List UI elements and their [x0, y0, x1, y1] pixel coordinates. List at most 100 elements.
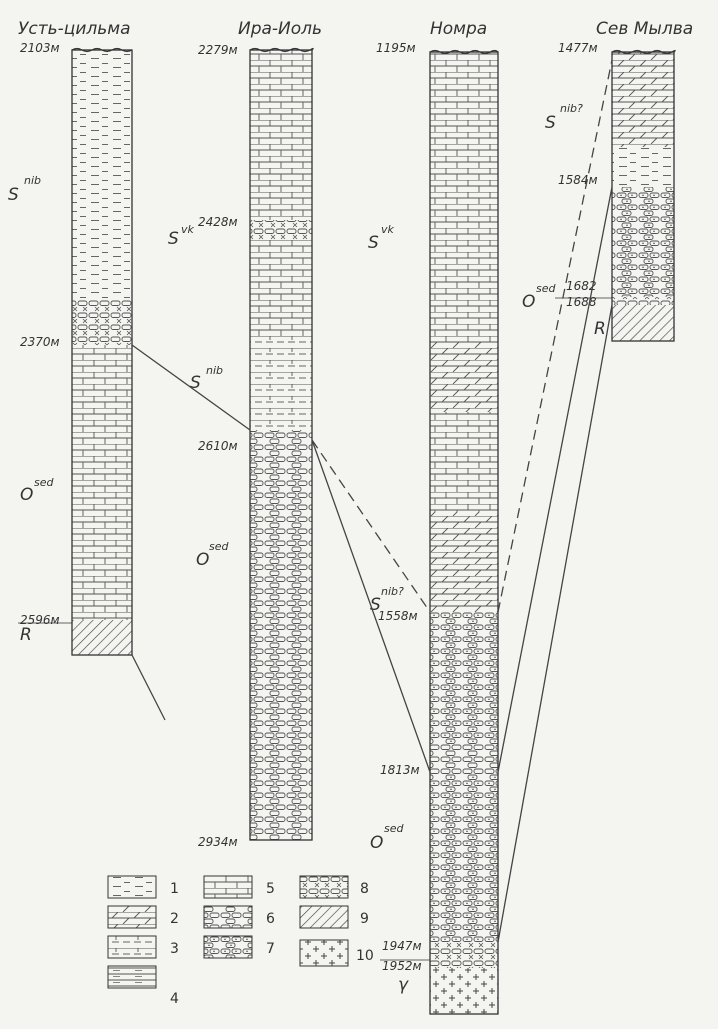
legend-item-3: 3: [107, 935, 179, 959]
well-title: Ира-Иоль: [238, 19, 322, 39]
depth-boundary: 1952м: [382, 959, 422, 973]
svg-text:7: 7: [266, 941, 275, 957]
depth-top: 1477м: [558, 41, 598, 55]
layer-sandy-limestone: [612, 187, 674, 297]
layer-sandy-limestone: [430, 772, 498, 942]
layer-limestone: [430, 412, 498, 512]
unit-index: vk: [381, 223, 395, 236]
svg-text:8: 8: [360, 881, 369, 897]
layer-basement-hatch: [72, 620, 132, 655]
unit-label: O: [370, 833, 383, 853]
unit-index: nib?: [560, 102, 583, 115]
depth-bottom: 2934м: [198, 835, 238, 849]
unit-index: nib: [24, 174, 41, 187]
svg-text:1: 1: [170, 881, 179, 897]
legend-item-4: 4: [107, 965, 179, 1007]
layer-conglomerate: [612, 297, 674, 305]
depth-boundary: 2428м: [198, 215, 238, 229]
correlation-line: [497, 304, 613, 943]
depth-boundary: 1584м: [558, 173, 598, 187]
depth-boundary: 2370м: [20, 335, 60, 349]
legend-item-2: 2: [107, 905, 179, 929]
legend-item-10: 10: [299, 939, 374, 967]
legend-item-7: 7: [203, 935, 275, 959]
unit-index: nib: [206, 364, 223, 377]
svg-text:9: 9: [360, 911, 369, 927]
well-ira-iol: Ира-Иоль 2279м 2428м 2610м 2934м S vk S …: [168, 19, 322, 849]
depth-boundary: 1813м: [380, 763, 420, 777]
correlation-line: [131, 654, 166, 721]
svg-text:5: 5: [266, 881, 275, 897]
unit-label: γ: [398, 975, 409, 995]
depth-top: 2279м: [198, 43, 238, 57]
depth-top: 1195м: [376, 41, 416, 55]
svg-text:10: 10: [356, 948, 374, 964]
legend-item-1: 1: [107, 875, 179, 899]
correlation-line-dashed: [497, 59, 613, 613]
correlation-line: [497, 186, 613, 773]
layer-siltstone: [612, 147, 674, 187]
layer-limestone: [250, 50, 312, 220]
unit-index: sed: [384, 822, 404, 835]
unit-label: S: [8, 185, 19, 205]
legend-item-8: 8: [299, 875, 369, 899]
svg-text:6: 6: [266, 911, 275, 927]
depth-boundary: 1688: [566, 295, 597, 309]
well-nomra: Номра 1195м 1558м 1813м 1947м 1952м S vk…: [368, 19, 499, 1015]
unit-label: O: [196, 550, 209, 570]
unit-label: R: [594, 319, 606, 339]
unit-label: S: [190, 373, 201, 393]
well-title: Усть-цильма: [18, 19, 131, 39]
layer-siltstone: [72, 50, 132, 180]
layer-limestone: [250, 240, 312, 340]
unit-index: sed: [209, 540, 229, 553]
unit-label: S: [168, 229, 179, 249]
depth-boundary: 1558м: [378, 609, 418, 623]
unit-index: nib?: [381, 585, 404, 598]
legend-item-6: 6: [203, 905, 275, 929]
layer-limestone: [430, 52, 498, 342]
depth-boundary: 1682: [566, 279, 597, 293]
correlation-line: [311, 439, 431, 773]
legend-item-9: 9: [299, 905, 369, 929]
unit-label: O: [20, 485, 33, 505]
depth-bottom: 2596м: [20, 613, 60, 627]
unit-label: S: [368, 233, 379, 253]
layer-dolomite: [430, 342, 498, 412]
depth-top: 2103м: [20, 41, 60, 55]
correlation-lines: [131, 59, 613, 943]
well-title: Номра: [430, 19, 487, 39]
svg-text:4: 4: [170, 991, 179, 1007]
unit-index: vk: [181, 223, 195, 236]
layer-clayey-limestone: [250, 340, 312, 430]
layer-rounded-limestone: [250, 430, 312, 840]
unit-index: sed: [536, 282, 556, 295]
well-title: Сев Мылва: [596, 19, 693, 39]
unit-label: R: [20, 625, 32, 645]
layer-rounded-limestone: [430, 742, 498, 772]
depth-boundary: 1947м: [382, 939, 422, 953]
svg-text:2: 2: [170, 911, 179, 927]
layer-siltstone: [72, 180, 132, 300]
depth-boundary: 2610м: [198, 439, 238, 453]
layer-dolomite: [612, 52, 674, 147]
svg-text:3: 3: [170, 941, 179, 957]
layer-dolomite: [72, 300, 132, 345]
legend: 1 2 3 4 5 6 7 8: [107, 875, 374, 1007]
layer-basement-hatch: [612, 305, 674, 341]
layer-dolomite: [430, 942, 498, 968]
layer-granite: [430, 968, 498, 1014]
well-sev-mylva: Сев Мылва 1477м 1584м 1682 1688 S nib? O…: [522, 19, 693, 342]
correlation-line-dashed: [311, 439, 431, 613]
unit-label: S: [370, 595, 381, 615]
layer-dolomite: [430, 512, 498, 612]
unit-label: S: [545, 113, 556, 133]
layer-sandy-limestone: [430, 612, 498, 742]
layer-dolomite: [250, 220, 312, 240]
layer-limestone: [72, 345, 132, 620]
unit-label: O: [522, 292, 535, 312]
unit-index: sed: [34, 476, 54, 489]
well-ust-tsilma: Усть-цильма 2103м 2370м 2596м S nib O se…: [8, 19, 133, 656]
well-column: [429, 51, 499, 1015]
